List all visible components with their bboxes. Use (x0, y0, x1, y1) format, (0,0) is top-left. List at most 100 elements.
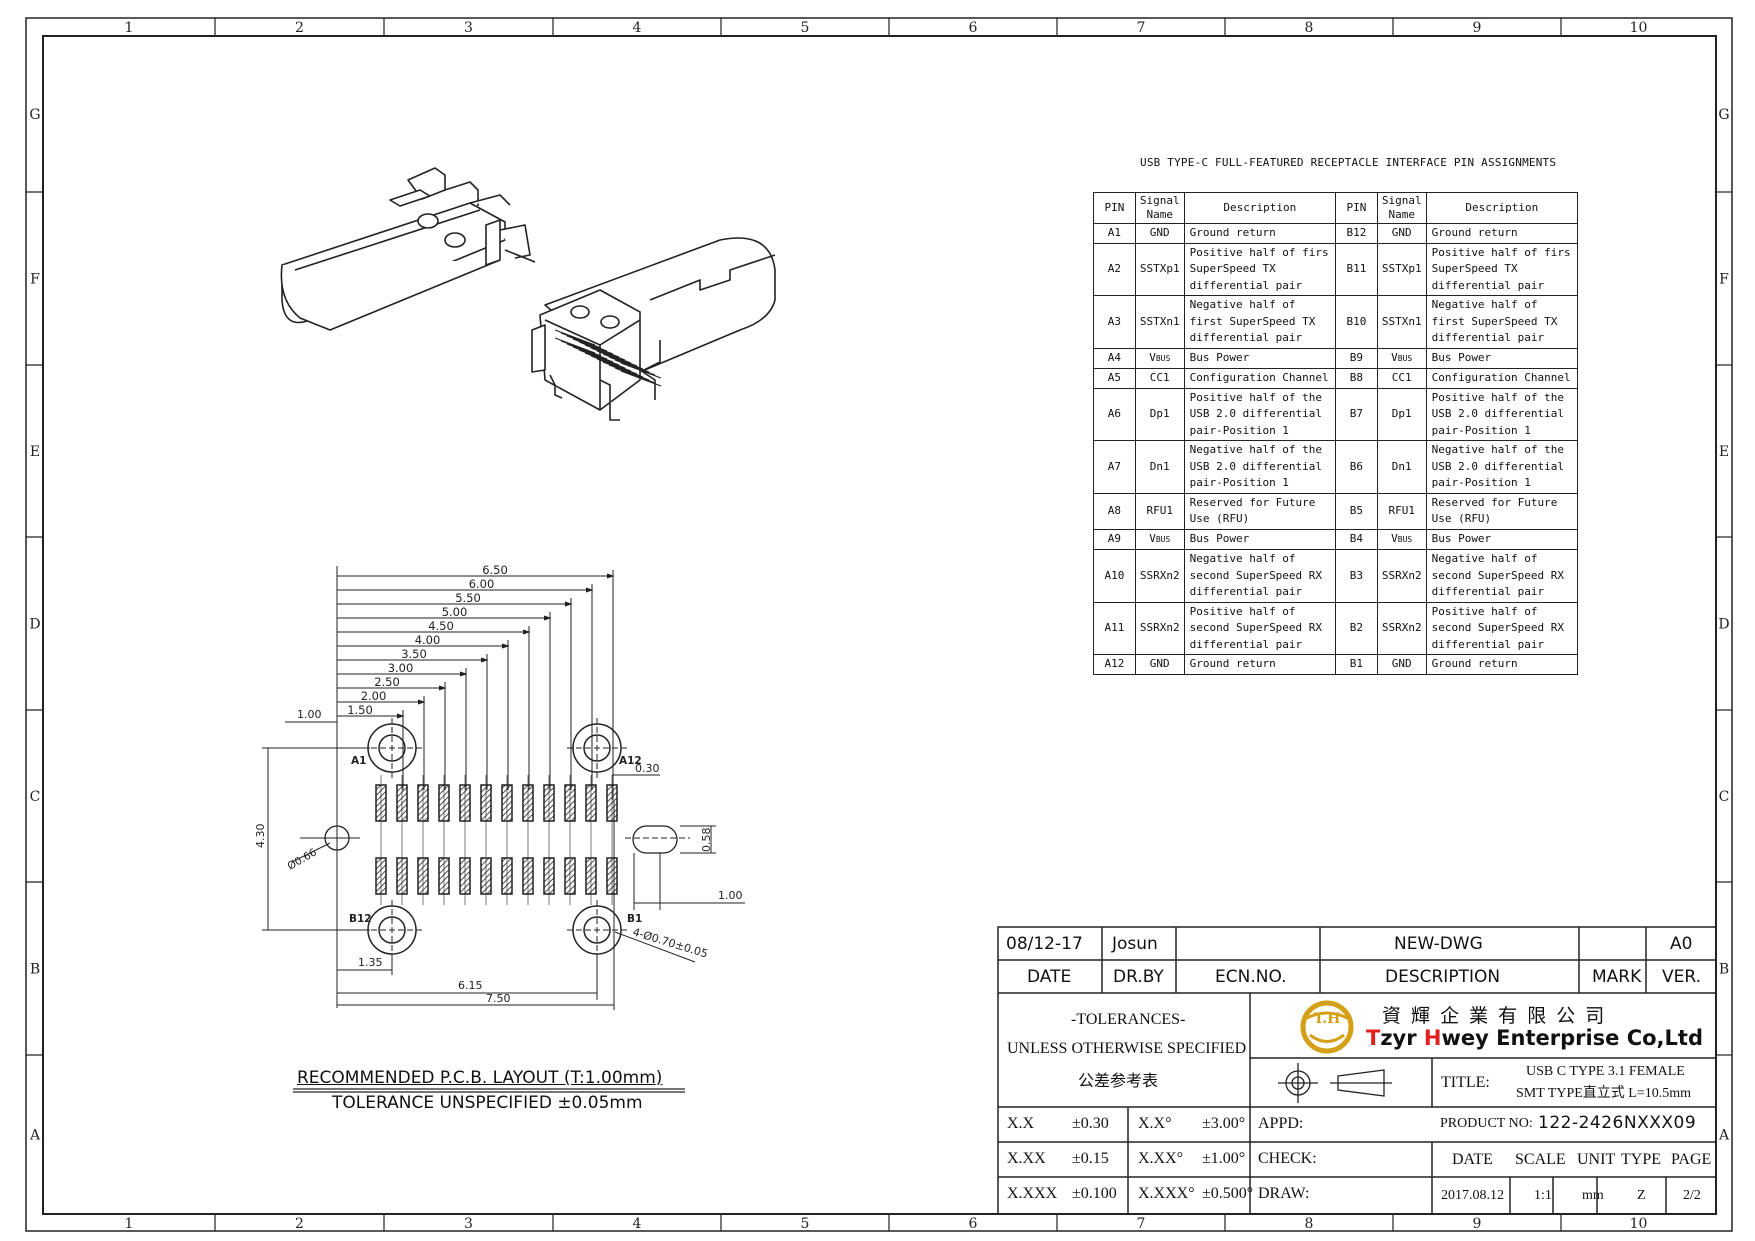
label-a12: A12 (619, 755, 642, 767)
dimension-height: 4.30 (254, 824, 267, 849)
approved-label: APPD: (1258, 1115, 1304, 1132)
pin-cell-b-pin: B5 (1334, 492, 1378, 530)
dimension-top-6.50: 6.50 (482, 563, 508, 577)
dimension-top-4.00: 4.00 (415, 633, 441, 647)
dimension-top-1.50: 1.50 (347, 703, 373, 717)
connector-view-rear (280, 167, 536, 331)
pin-cell-a-sig: Dn1 (1134, 440, 1185, 494)
frame-row-letter: E (1719, 444, 1729, 460)
pin-cell-b-desc: Ground return (1425, 654, 1579, 675)
frame-column-number: 9 (1473, 20, 1482, 36)
frame-row-letter: E (30, 444, 40, 460)
revision-version: A0 (1670, 934, 1693, 954)
pin-cell-b-desc: Positive half of second SuperSpeed RX di… (1425, 601, 1579, 655)
pin-cell-a-pin: A8 (1093, 492, 1136, 530)
pin-cell-b-sig: Dn1 (1376, 440, 1427, 494)
header-pin-b: PIN (1334, 192, 1378, 224)
frame-column-number: 7 (1137, 20, 1146, 36)
dimension-slot-height: 0.58 (700, 828, 713, 853)
pin-cell-b-sig: SSTXn1 (1376, 295, 1427, 349)
pin-cell-a-desc: Negative half of the USB 2.0 differentia… (1183, 440, 1336, 494)
pin-cell-a-desc: Ground return (1183, 654, 1336, 675)
dimension-top-2.00: 2.00 (361, 689, 387, 703)
frame-column-number: 6 (969, 1216, 978, 1232)
frame-row-letter: F (1719, 272, 1729, 288)
header-description-a: Description (1183, 192, 1336, 224)
pin-cell-a-desc: Bus Power (1183, 347, 1336, 369)
pin-cell-b-pin: B2 (1334, 601, 1378, 655)
dimension-top-4.50: 4.50 (428, 619, 454, 633)
dimension-top-2.50: 2.50 (374, 675, 400, 689)
value-type: Z (1637, 1188, 1646, 1203)
header-signal-b-line1: Signal (1381, 194, 1422, 207)
company-name-zyr: zyr (1380, 1026, 1424, 1050)
pin-cell-a-desc: Positive half of second SuperSpeed RX di… (1183, 601, 1336, 655)
pin-cell-a-desc: Negative half of first SuperSpeed TX dif… (1183, 295, 1336, 349)
tolerance-b: X.X° (1138, 1115, 1172, 1132)
title-label: TITLE: (1441, 1074, 1490, 1091)
tolerance-b: X.XXX° (1138, 1185, 1195, 1202)
pin-cell-a-desc: Ground return (1183, 223, 1336, 244)
pin-cell-b-sig: SSRXn2 (1376, 549, 1427, 603)
frame-row-letter: C (1719, 789, 1730, 805)
label-unit: UNIT (1577, 1151, 1616, 1168)
frame-column-number: 4 (633, 1216, 642, 1232)
company-name-chinese: 資 輝 企 業 有 限 公 司 (1382, 1005, 1607, 1027)
pin-cell-b-desc: Configuration Channel (1425, 368, 1579, 389)
pin-cell-a-pin: A11 (1093, 601, 1136, 655)
dimension-top-5.50: 5.50 (455, 591, 481, 605)
label-date: DATE (1452, 1151, 1493, 1168)
product-number-label: PRODUCT NO: (1440, 1116, 1533, 1131)
header-date: DATE (1027, 967, 1072, 987)
revision-description: NEW-DWG (1394, 934, 1483, 954)
dimension-top-3.50: 3.50 (401, 647, 427, 661)
frame-row-letter: C (30, 789, 41, 805)
frame-row-letter: B (1719, 962, 1729, 978)
dimension-top-5.00: 5.00 (442, 605, 468, 619)
frame-column-number: 7 (1137, 1216, 1146, 1232)
pin-cell-a-desc: Configuration Channel (1183, 368, 1336, 389)
pin-cell-a-desc: Positive half of the USB 2.0 differentia… (1183, 387, 1336, 441)
frame-column-number: 5 (801, 1216, 810, 1232)
title-line-1: USB C TYPE 3.1 FEMALE (1526, 1064, 1685, 1079)
pin-cell-b-pin: B12 (1334, 223, 1378, 244)
header-pin-a: PIN (1093, 192, 1136, 224)
frame-column-number: 2 (295, 1216, 304, 1232)
header-version: VER. (1662, 967, 1701, 987)
frame-row-letter: F (30, 272, 40, 288)
pin-cell-b-sig: SSTXp1 (1376, 242, 1427, 296)
label-type: TYPE (1621, 1151, 1661, 1168)
frame-column-number: 3 (464, 20, 473, 36)
pin-cell-b-pin: B1 (1334, 654, 1378, 675)
pin-cell-b-desc: Bus Power (1425, 347, 1579, 369)
frame-row-letter: B (30, 962, 40, 978)
dimension-pad-width: 0.30 (635, 762, 660, 775)
label-scale: SCALE (1515, 1151, 1566, 1168)
header-description: DESCRIPTION (1385, 967, 1501, 987)
tolerance-b: X.XX° (1138, 1150, 1184, 1167)
frame-column-number: 2 (295, 20, 304, 36)
product-number: 122-2426NXXX09 (1538, 1113, 1697, 1133)
pin-cell-a-sig: VBUS (1134, 528, 1185, 550)
header-signal-a-line1: Signal (1139, 194, 1180, 207)
pin-cell-a-sig: Dp1 (1134, 387, 1185, 441)
svg-text:T.H: T.H (1314, 1011, 1341, 1027)
connector-view-front (531, 237, 776, 421)
company-name-english: Tzyr Hwey Enterprise Co,Ltd (1366, 1026, 1703, 1050)
header-signal-b-line2: Name (1388, 208, 1415, 221)
pin-cell-b-desc: Negative half of first SuperSpeed TX dif… (1425, 295, 1579, 349)
pin-cell-a-desc: Reserved for Future Use (RFU) (1183, 492, 1336, 530)
tolerance-a: X.XX (1007, 1150, 1046, 1167)
frame-column-number: 1 (125, 20, 134, 36)
